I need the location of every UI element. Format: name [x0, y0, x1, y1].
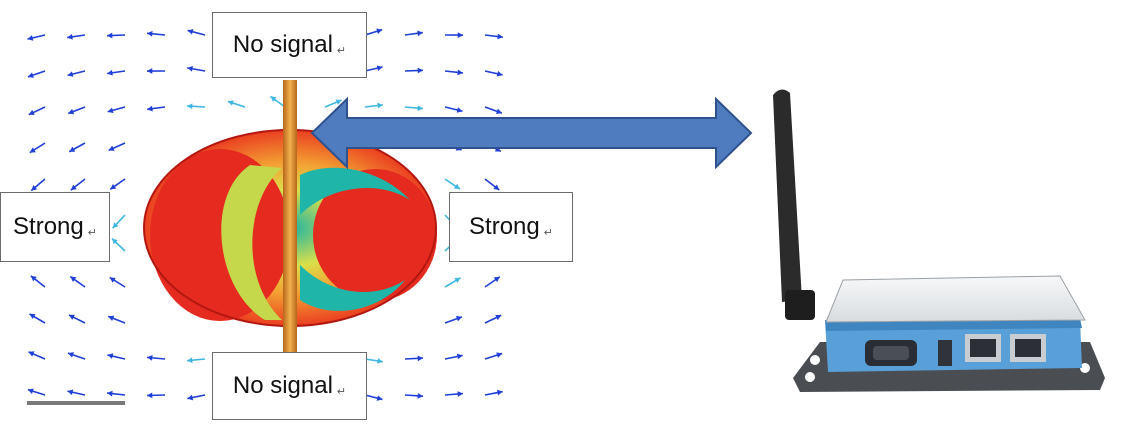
label-bottom-no-signal: No signal ↵ — [212, 352, 367, 420]
field-vector-head — [70, 276, 77, 282]
field-vector-head — [456, 107, 463, 113]
field-vector-head — [377, 102, 383, 109]
router-antenna — [773, 89, 802, 302]
field-vector-head — [70, 184, 77, 191]
field-vector-head — [67, 352, 74, 358]
field-vector-head — [187, 394, 194, 401]
field-vector-head — [67, 71, 74, 77]
field-vector-head — [496, 352, 503, 358]
field-vector-head — [455, 315, 462, 322]
radiation-pattern-torus — [143, 129, 437, 327]
label-top-no-signal: No signal ↵ — [212, 12, 367, 78]
label-top-text: No signal — [232, 31, 333, 58]
field-vector-head — [187, 28, 194, 35]
field-vector-head — [493, 184, 500, 190]
field-vector-head — [110, 183, 117, 190]
double-headed-arrow — [310, 96, 753, 170]
field-vector-head — [187, 357, 193, 364]
label-bottom-text: No signal — [232, 372, 333, 399]
field-vector-head — [147, 392, 153, 399]
field-vector-head — [376, 28, 383, 34]
label-right-strong: Strong ↵ — [449, 192, 573, 262]
field-vector-head — [187, 65, 193, 72]
field-vector-head — [147, 68, 153, 74]
field-vector-head — [69, 146, 76, 152]
label-right-text: Strong — [469, 213, 540, 240]
field-vector-head — [147, 30, 153, 37]
label-left-strong: Strong ↵ — [0, 192, 110, 262]
field-vector-head — [417, 67, 423, 74]
field-vector-head — [453, 183, 460, 190]
scale-bar — [27, 401, 125, 405]
field-vector-head — [417, 30, 423, 37]
field-vector-head — [28, 351, 35, 357]
field-vector-head — [107, 107, 114, 114]
field-vector-head — [107, 353, 114, 359]
field-vector-head — [27, 35, 34, 41]
paragraph-mark-icon: ↵ — [87, 226, 97, 239]
field-vector-head — [454, 277, 461, 283]
field-vector-head — [67, 389, 74, 396]
field-vector-head — [496, 70, 503, 77]
field-vector-head — [67, 33, 73, 40]
field-vector-head — [111, 238, 118, 245]
field-vector-head — [108, 145, 115, 151]
field-vector-head — [29, 147, 36, 153]
field-vector-head — [493, 276, 500, 283]
field-vector-head — [147, 105, 153, 112]
wireless-router-device — [773, 89, 1105, 392]
field-vector-head — [29, 313, 36, 320]
field-vector-head — [28, 109, 35, 116]
field-vector-head — [27, 388, 34, 394]
field-vector-head — [417, 355, 423, 362]
field-vector-head — [68, 108, 75, 115]
field-vector-head — [376, 395, 383, 401]
field-vector-head — [457, 69, 463, 76]
field-vector-head — [417, 392, 423, 399]
field-vector-head — [31, 185, 38, 191]
field-vector-head — [376, 65, 383, 71]
field-vector-head — [270, 96, 277, 102]
antenna-rod — [283, 80, 297, 355]
field-vector-head — [457, 32, 463, 38]
field-vector-head — [27, 72, 34, 78]
field-vector-head — [377, 358, 383, 364]
field-vector-head — [112, 222, 119, 229]
label-left-text: Strong — [13, 213, 84, 240]
field-vector-head — [147, 354, 153, 361]
field-vector-head — [457, 391, 463, 397]
field-vector-head — [496, 108, 502, 115]
field-vector-head — [496, 389, 503, 396]
field-vector-head — [30, 275, 37, 282]
field-vector-head — [335, 99, 342, 105]
field-vector-head — [497, 33, 503, 40]
paragraph-mark-icon: ↵ — [543, 226, 553, 239]
field-vector-head — [456, 353, 463, 360]
field-vector-head — [227, 100, 234, 106]
field-vector-head — [107, 69, 113, 76]
field-vector-head — [109, 277, 116, 283]
field-vector-head — [107, 32, 113, 39]
field-vector-head — [187, 103, 193, 110]
paragraph-mark-icon: ↵ — [336, 385, 347, 398]
paragraph-mark-icon: ↵ — [336, 44, 347, 57]
field-vector-head — [68, 314, 75, 320]
field-vector-head — [417, 105, 423, 111]
field-vector-head — [495, 314, 502, 321]
field-vector-head — [107, 390, 113, 397]
field-vector-head — [108, 315, 115, 321]
